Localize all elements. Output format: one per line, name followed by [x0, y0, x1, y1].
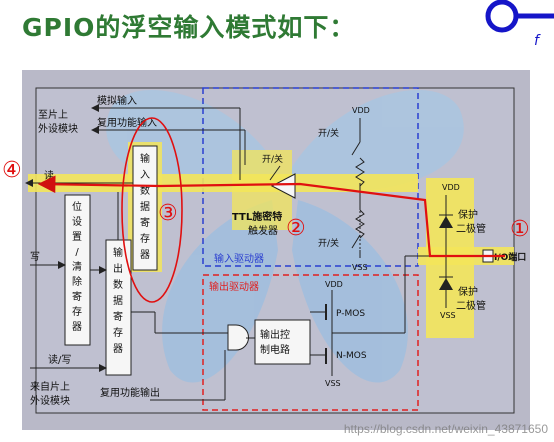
out_reg-char: 寄	[113, 310, 123, 323]
schmitt-trigger-symbol	[270, 173, 296, 199]
in_reg-char: 入	[140, 170, 150, 181]
ttl-label-1: TTL施密特	[232, 210, 282, 223]
switch-mid-label: 开/关	[262, 153, 283, 165]
protection-diode-top	[439, 216, 453, 228]
bsrr-char: 存	[72, 305, 82, 318]
out_reg-char: 输	[113, 246, 123, 259]
bsrr-char: /	[75, 247, 79, 258]
in_reg-char: 数	[140, 184, 150, 197]
out_reg-char: 存	[113, 326, 123, 339]
watermark: https://blog.csdn.net/weixin_43871650	[343, 422, 548, 436]
marker-3: ③	[158, 201, 178, 226]
bsrr-char: 除	[72, 275, 82, 288]
svg-text:f: f	[534, 33, 541, 49]
marker-2: ②	[286, 216, 306, 241]
pmos-label: P-MOS	[336, 309, 365, 319]
output-driver-label: 输出驱动器	[209, 280, 259, 293]
output-driver-box	[202, 274, 419, 411]
output-control-circuit	[254, 319, 311, 365]
input-signal-path	[37, 175, 505, 258]
register-highlight-circle	[121, 117, 183, 303]
alt-input-label: 复用功能输入	[97, 116, 157, 129]
write-label: 写	[30, 251, 40, 263]
from-periph-label-1: 来自片上	[30, 380, 70, 393]
alt-output-label: 复用功能输出	[100, 386, 160, 399]
in_reg-char: 输	[140, 152, 150, 165]
input-driver-label: 输入驱动器	[214, 252, 264, 265]
gpio-floating-input-diagram: 输入驱动器 输出驱动器 模拟输入 复用功能输入 至片上 外设模块 输入数据寄存器…	[2, 70, 530, 430]
bsrr-char: 设	[72, 216, 82, 228]
page-title: GPIO的浮空输入模式如下：	[22, 13, 356, 42]
in_reg-char: 器	[140, 249, 150, 261]
pulldown-vss-label: VSS	[352, 263, 368, 272]
out-vdd-label: VDD	[325, 280, 343, 289]
protection-label-3: 保护	[458, 285, 478, 298]
output-control-label-2: 制电路	[260, 343, 290, 356]
butterfly-watermark	[106, 90, 464, 383]
marker-4: ④	[2, 158, 22, 183]
logo-icon: f	[485, 0, 554, 49]
input-data-register	[132, 145, 158, 271]
to-periph-label-2: 外设模块	[38, 123, 78, 135]
bsrr-char: 位	[72, 200, 82, 213]
pullup-vdd-label: VDD	[352, 106, 370, 115]
bsrr-char: 清	[72, 260, 82, 273]
out_reg-char: 据	[113, 294, 123, 307]
out-vss-label: VSS	[325, 379, 341, 388]
to-periph-label-1: 至片上	[38, 108, 68, 121]
bsrr-char: 置	[72, 231, 82, 243]
in_reg-char: 据	[140, 200, 150, 213]
marker-1: ①	[510, 217, 530, 242]
nmos-label: N-MOS	[336, 351, 367, 361]
in_reg-char: 寄	[140, 216, 150, 229]
bit-set-reset-register	[64, 194, 91, 346]
output-mux	[227, 324, 249, 351]
out_reg-char: 数	[113, 278, 123, 291]
bsrr-char: 器	[72, 321, 82, 333]
read-label: 读	[44, 169, 54, 182]
diode-vdd-label: VDD	[442, 183, 460, 192]
read-write-label: 读/写	[48, 353, 71, 366]
diode-vss-label: VSS	[440, 311, 456, 320]
output-control-label-1: 输出控	[260, 328, 290, 341]
protection-label-1: 保护	[458, 208, 478, 221]
from-periph-label-2: 外设模块	[30, 395, 70, 407]
out_reg-char: 出	[113, 262, 123, 275]
analog-input-label: 模拟输入	[97, 94, 137, 107]
switch-top-label: 开/关	[318, 127, 339, 139]
in_reg-char: 存	[140, 232, 150, 245]
out_reg-char: 器	[113, 343, 123, 355]
ttl-label-2: 触发器	[248, 224, 278, 237]
protection-label-2: 二极管	[456, 222, 486, 235]
bsrr-char: 寄	[72, 290, 82, 303]
protection-diode-bottom	[439, 278, 453, 290]
io-pin-label: I/O端口	[494, 251, 526, 263]
protection-label-4: 二极管	[456, 299, 486, 312]
switch-bottom-label: 开/关	[318, 237, 339, 249]
